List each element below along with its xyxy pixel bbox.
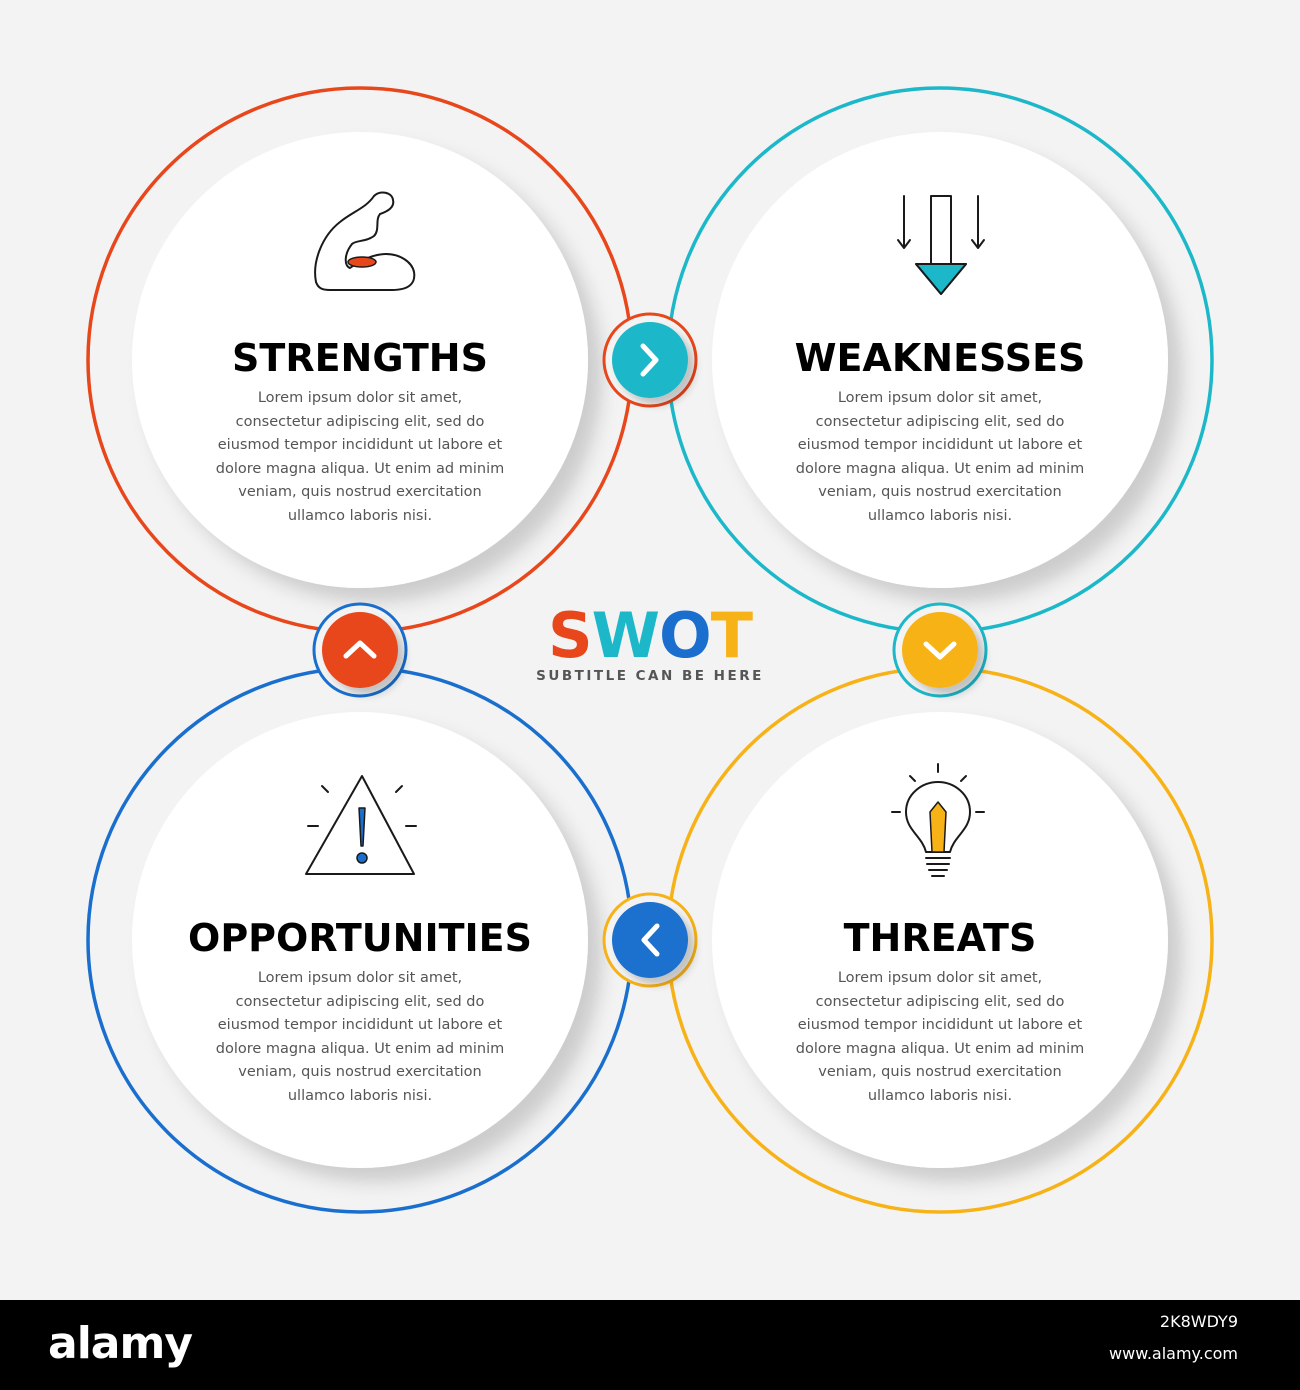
subtitle: SUBTITLE CAN BE HERE	[536, 668, 764, 684]
strengths-body: Lorem ipsum dolor sit amet, consectetur …	[215, 390, 505, 524]
weaknesses-body: Lorem ipsum dolor sit amet, consectetur …	[795, 390, 1085, 524]
threats-body: Lorem ipsum dolor sit amet, consectetur …	[795, 970, 1085, 1104]
chevron-down-icon	[923, 641, 957, 660]
quadrant-threats: THREATS Lorem ipsum dolor sit amet, cons…	[740, 580, 1140, 1180]
weaknesses-disc	[712, 132, 1168, 588]
flexed-arm-icon	[314, 191, 416, 291]
quadrant-opportunities: OPPORTUNITIES Lorem ipsum dolor sit amet…	[160, 580, 560, 1180]
swot-ring-diagram	[86, 86, 1214, 1214]
warning-triangle-icon	[305, 775, 417, 875]
chevron-right-icon	[640, 343, 659, 377]
down-arrows-icon	[897, 195, 985, 295]
footer-url: www.alamy.com	[1109, 1344, 1238, 1363]
connector-left	[602, 892, 698, 988]
swot-letter-s: S	[547, 599, 593, 672]
weaknesses-heading: WEAKNESSES	[794, 336, 1086, 380]
brand-logo: alamy	[48, 1318, 193, 1369]
opportunities-heading: OPPORTUNITIES	[188, 916, 532, 960]
swot-letter-w: W	[591, 599, 660, 672]
image-id: 2K8WDY9	[1159, 1312, 1238, 1331]
infographic-canvas: STRENGTHS Lorem ipsum dolor sit amet, co…	[86, 0, 1214, 1214]
strengths-heading: STRENGTHS	[232, 336, 488, 380]
swot-title: SWOT	[500, 600, 800, 672]
opportunities-body: Lorem ipsum dolor sit amet, consectetur …	[215, 970, 505, 1104]
swot-letter-o: O	[659, 599, 712, 672]
threats-heading: THREATS	[843, 916, 1037, 960]
opportunities-disc	[132, 712, 588, 1168]
lightbulb-icon	[891, 763, 985, 877]
quadrant-weaknesses: WEAKNESSES Lorem ipsum dolor sit amet, c…	[740, 0, 1140, 600]
threats-disc	[712, 712, 1168, 1168]
connector-up	[312, 602, 408, 698]
connector-right	[602, 312, 698, 408]
footer-bar: alamy 2K8WDY9 www.alamy.com	[0, 1300, 1300, 1390]
chevron-up-icon	[343, 640, 377, 659]
swot-letter-t: T	[710, 599, 753, 672]
strengths-disc	[132, 132, 588, 588]
quadrant-strengths: STRENGTHS Lorem ipsum dolor sit amet, co…	[160, 0, 560, 600]
chevron-left-icon	[641, 923, 660, 957]
connector-down	[892, 602, 988, 698]
center-title: SWOT SUBTITLE CAN BE HERE	[500, 600, 800, 685]
